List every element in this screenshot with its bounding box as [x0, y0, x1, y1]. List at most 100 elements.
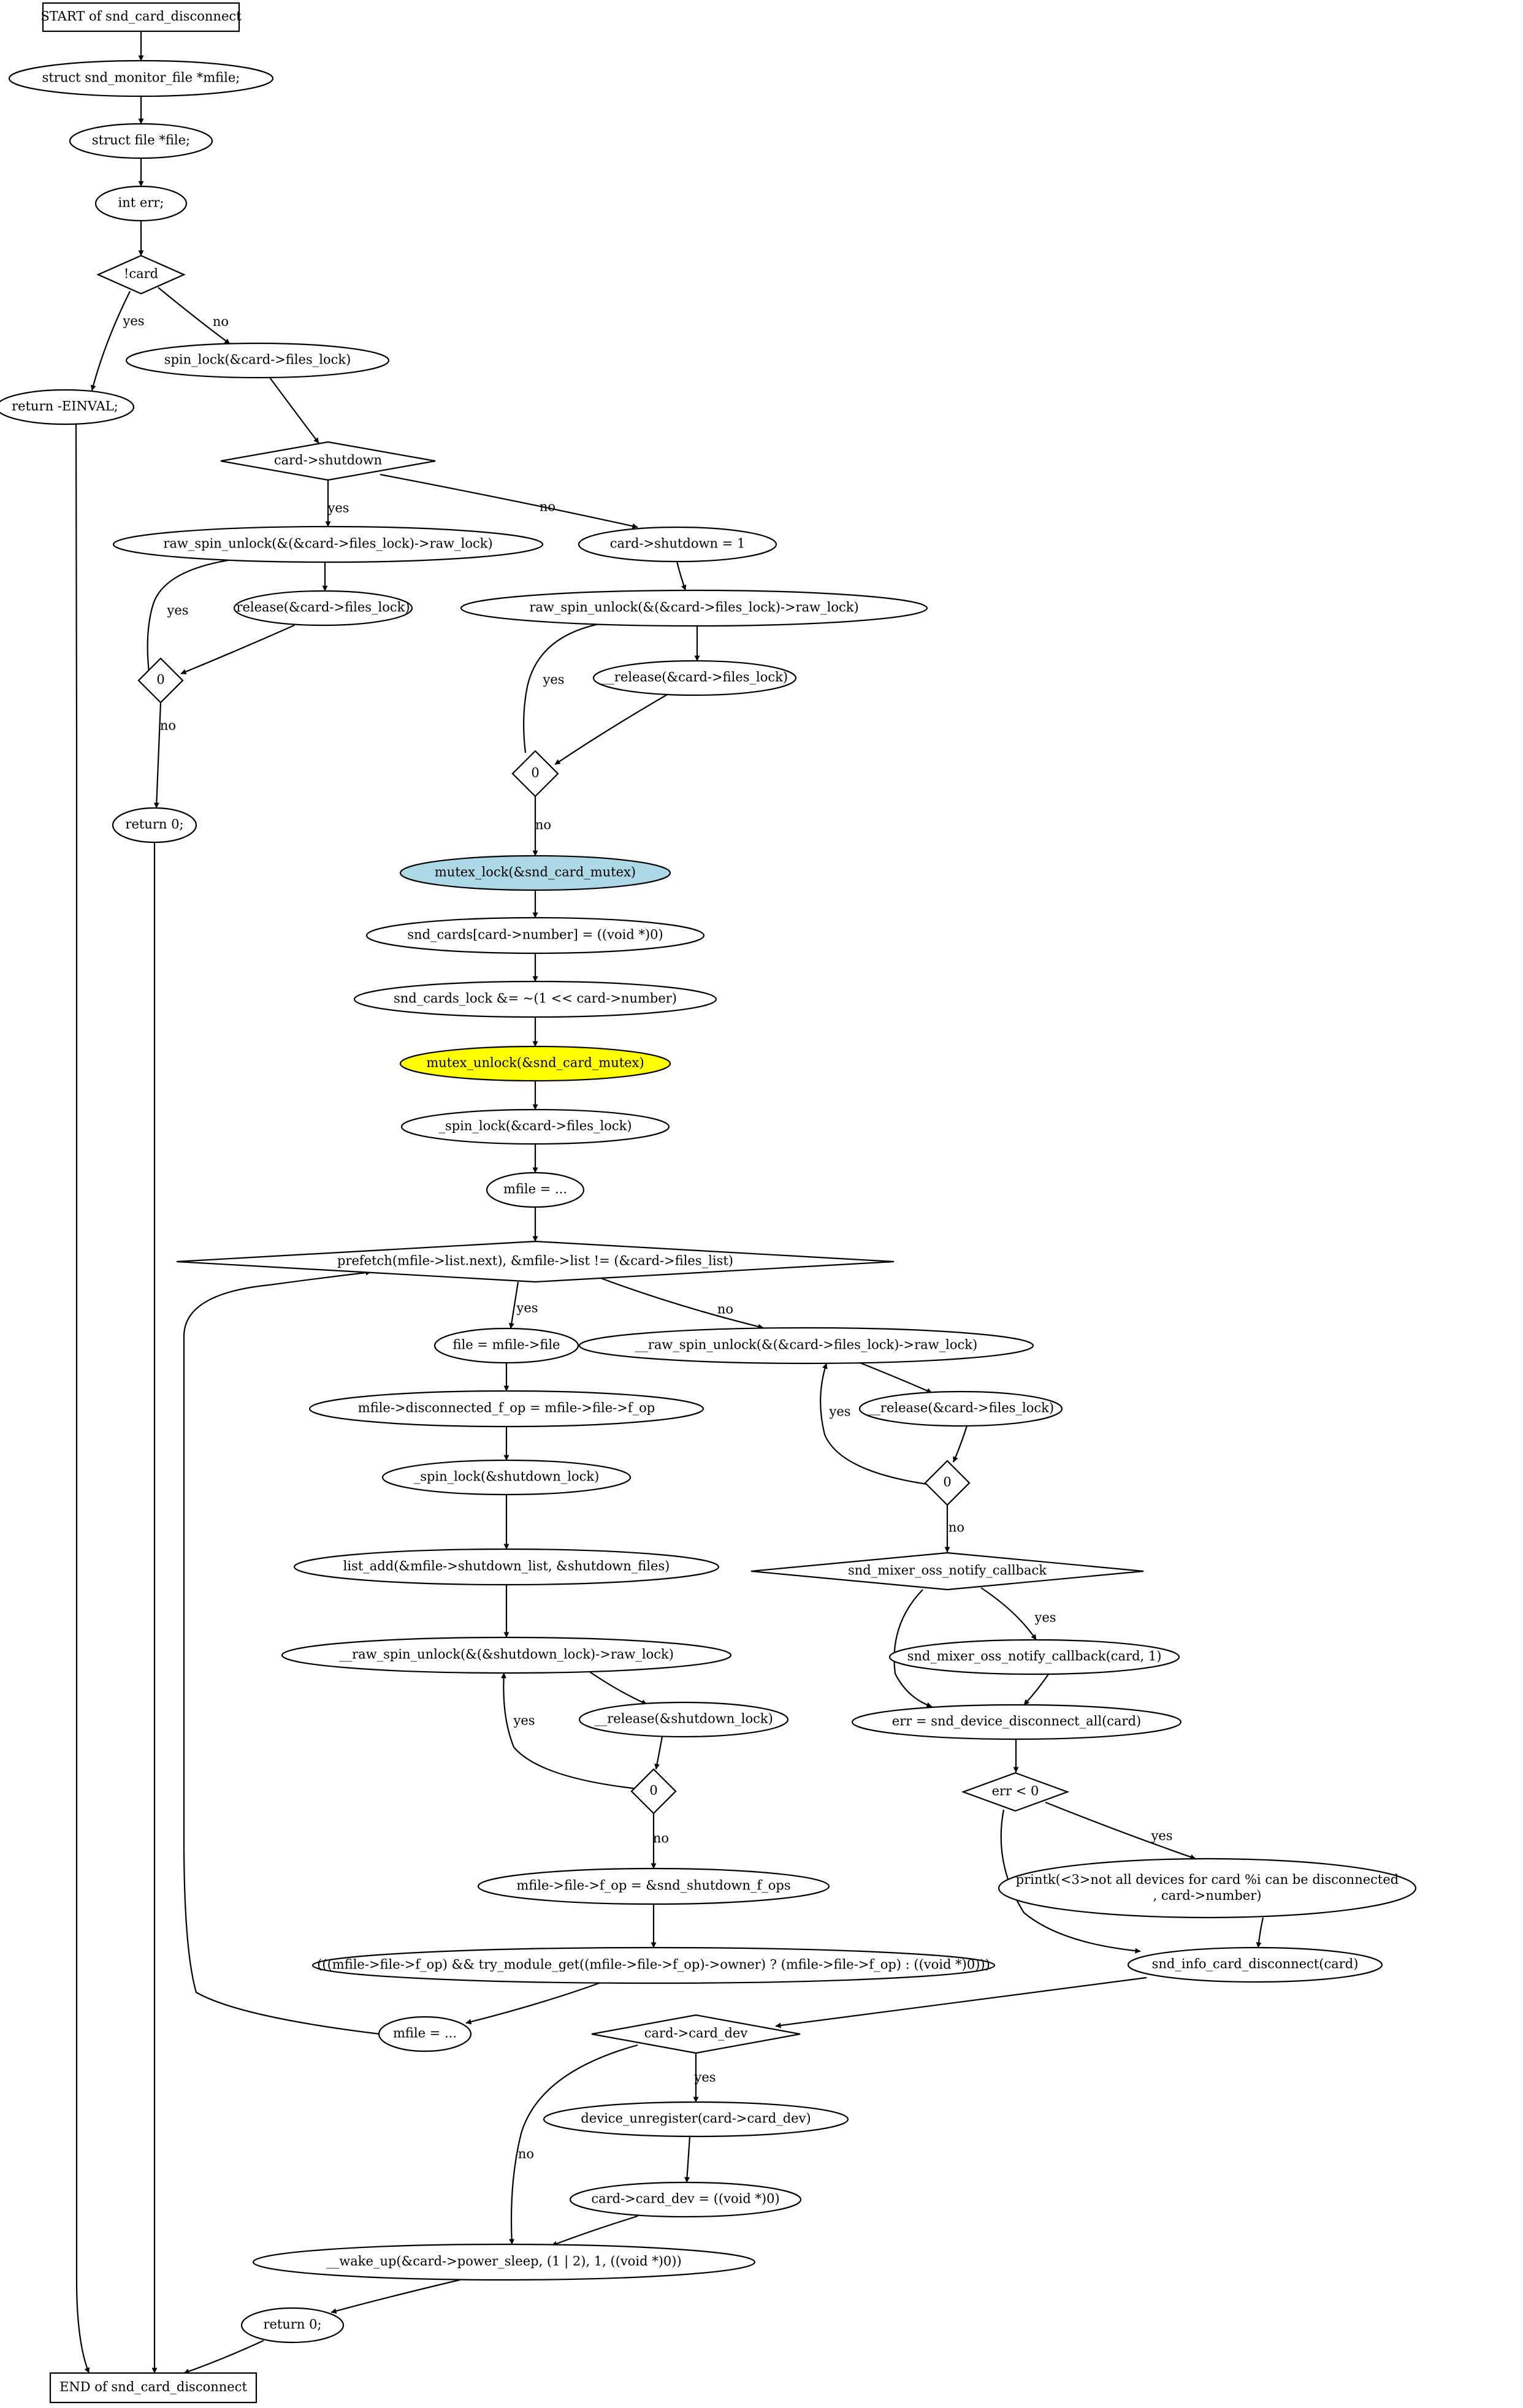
node-shape-n18	[433, 1327, 579, 1364]
edge-n34-to-n35	[551, 2215, 638, 2247]
node-shape-n35	[252, 2243, 756, 2281]
node-shape-n17	[486, 1172, 585, 1208]
edge-d9-to-n31	[1045, 1801, 1196, 1860]
edge-n31-to-n32	[1256, 1917, 1264, 1948]
node-shape-n25	[311, 1946, 996, 1984]
node-label-n19: mfile->disconnected_f_op = mfile->file->…	[358, 1401, 655, 1415]
node-n7: release(&card->files_lock)	[233, 590, 413, 627]
edge-label-d6-to-n22: yes	[513, 1713, 535, 1728]
node-n10: raw_spin_unlock(&(&card->files_lock)->ra…	[460, 589, 928, 627]
edge-label-d2-to-n6: yes	[327, 501, 349, 516]
node-label-d8: snd_mixer_oss_notify_callback	[848, 1563, 1047, 1578]
node-label-n34: card->card_dev = ((void *)0)	[591, 2192, 779, 2206]
node-d6: 0	[630, 1768, 677, 1815]
edge-d2-to-n9	[380, 473, 638, 529]
node-label-d4: 0	[531, 766, 539, 780]
edge-n28-to-d7	[952, 1425, 968, 1463]
node-n12: mutex_lock(&snd_card_mutex)	[399, 855, 671, 891]
node-d7: 0	[924, 1460, 971, 1506]
node-shape-n36	[240, 2307, 345, 2344]
node-n16: _spin_lock(&card->files_lock)	[400, 1108, 670, 1145]
node-n34: card->card_dev = ((void *)0)	[569, 2181, 802, 2218]
edge-d5-to-n27	[600, 1277, 764, 1330]
edge-n4-to-end	[75, 424, 90, 2374]
edge-n5-to-d2	[269, 377, 319, 444]
node-label-n24: mfile->file->f_op = &snd_shutdown_f_ops	[516, 1878, 790, 1893]
node-shape-n11	[592, 660, 797, 696]
edge-label-d6-to-n24: no	[653, 1831, 669, 1846]
edge-label-d10-to-n33: yes	[693, 2070, 716, 2085]
node-label-end: END of snd_card_disconnect	[59, 2380, 247, 2395]
node-shape-end	[49, 2372, 258, 2404]
edge-d3-to-n6	[147, 555, 246, 673]
edge-d8-to-n29	[980, 1587, 1037, 1640]
node-shape-n21	[293, 1548, 720, 1586]
node-shape-n13	[365, 916, 705, 954]
edge-n36-to-end	[183, 2339, 264, 2374]
node-label-n14: snd_cards_lock &= ~(1 << card->number)	[394, 991, 677, 1006]
node-shape-n32	[1127, 1946, 1383, 1983]
node-n33: device_unregister(card->card_dev)	[543, 2101, 849, 2138]
node-label-n32: snd_info_card_disconnect(card)	[1152, 1957, 1359, 1972]
edge-n23-to-d6	[654, 1736, 663, 1770]
node-d5: prefetch(mfile->list.next), &mfile->list…	[176, 1240, 895, 1283]
node-label-n8: return 0;	[125, 817, 183, 832]
node-label-n28: __release(&card->files_lock)	[868, 1401, 1054, 1415]
edge-label-d10-to-n35: no	[518, 2147, 534, 2162]
node-label-n1: struct snd_monitor_file *mfile;	[42, 70, 240, 85]
node-label-n35: __wake_up(&card->power_sleep, (1 | 2), 1…	[326, 2254, 681, 2269]
node-label-line: , card->number)	[1153, 1888, 1262, 1903]
edge-d3-to-n8	[153, 702, 162, 809]
node-n20: _spin_lock(&shutdown_lock)	[381, 1459, 632, 1496]
node-label-d1: !card	[124, 267, 158, 281]
node-n1: struct snd_monitor_file *mfile;	[8, 59, 274, 97]
node-n17: mfile = ...	[486, 1172, 585, 1208]
edge-label-d4-to-n12: no	[535, 818, 551, 833]
node-label-n7: release(&card->files_lock)	[236, 600, 410, 615]
node-label-n23: __release(&shutdown_lock)	[594, 1712, 773, 1726]
edge-label-d1-to-n4: yes	[122, 314, 144, 329]
node-shape-n31	[998, 1857, 1417, 1919]
node-n26: mfile = ...	[378, 2016, 472, 2052]
edges-layer	[75, 31, 1264, 2374]
node-label-n11: __release(&card->files_lock)	[601, 670, 788, 685]
node-shape-n14	[353, 980, 717, 1018]
node-label-d5: prefetch(mfile->list.next), &mfile->list…	[337, 1254, 733, 1268]
node-label-n31: printk(<3>not all devices for card %i ca…	[1016, 1872, 1399, 1903]
node-label-n30: err = snd_device_disconnect_all(card)	[892, 1714, 1141, 1729]
edge-d7-to-n27	[820, 1363, 928, 1485]
edge-d1-to-n5	[158, 287, 231, 345]
node-shape-n19	[308, 1390, 704, 1428]
node-shape-d3	[137, 657, 184, 704]
node-n23: __release(&shutdown_lock)	[578, 1701, 789, 1738]
node-label-n16: _spin_lock(&card->files_lock)	[438, 1119, 632, 1134]
node-shape-n8	[112, 807, 197, 844]
node-label-n18: file = mfile->file	[452, 1338, 560, 1352]
node-shape-d8	[750, 1552, 1144, 1591]
node-label-d10: card->card_dev	[644, 2026, 748, 2041]
edge-d8-to-n30	[893, 1589, 933, 1708]
node-label-n33: device_unregister(card->card_dev)	[581, 2111, 811, 2126]
node-shape-n24	[477, 1867, 830, 1905]
node-shape-n29	[888, 1639, 1180, 1675]
node-shape-n7	[233, 590, 413, 627]
node-label-d9: err < 0	[992, 1784, 1039, 1799]
node-shape-d1	[96, 254, 186, 295]
node-shape-n2	[69, 123, 213, 159]
edge-n26-to-d5	[183, 1270, 381, 2035]
edge-d5-to-n18	[508, 1281, 519, 1329]
node-label-n10: raw_spin_unlock(&(&card->files_lock)->ra…	[529, 600, 858, 615]
node-label-n29: snd_mixer_oss_notify_callback(card, 1)	[907, 1649, 1162, 1664]
node-d8: snd_mixer_oss_notify_callback	[750, 1552, 1144, 1591]
node-shape-d7	[924, 1460, 971, 1506]
node-label-n3: int err;	[118, 196, 164, 210]
node-label-n20: _spin_lock(&shutdown_lock)	[414, 1469, 600, 1484]
node-label-n21: list_add(&mfile->shutdown_list, &shutdow…	[343, 1559, 670, 1574]
node-label-d2: card->shutdown	[274, 453, 382, 468]
node-shape-n10	[460, 589, 928, 627]
edge-n11-to-d4	[554, 693, 669, 765]
node-d4: 0	[511, 750, 559, 798]
node-shape-n4	[0, 389, 135, 425]
node-d1: !card	[96, 254, 186, 295]
